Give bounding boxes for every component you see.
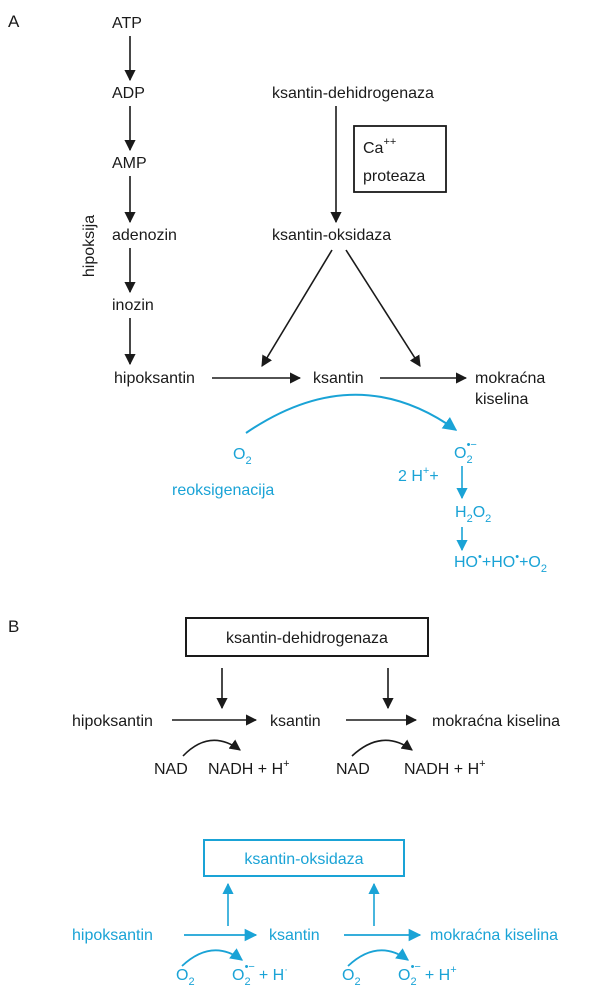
panel-a-label: A [8,12,20,31]
c-uric-acid-label: mokraćna kiselina [430,927,558,944]
atp-label: ATP [112,15,142,32]
amp-label: AMP [112,155,147,172]
nad-curve-arrow-2 [351,739,413,757]
c-superoxide-label-2: O2•−+ H+ [398,961,457,988]
inosine-label: inozin [112,297,154,314]
adp-label: ADP [112,85,145,102]
arrow-xo-to-hypoxanthine-step [261,249,333,367]
xdh-label: ksantin-dehidrogenaza [272,85,434,102]
xo-label: ksantin-oksidaza [272,227,391,244]
panel-b-label: B [8,617,19,636]
hypoxia-label: hipoksija [81,215,98,277]
xo-box [203,839,405,877]
c-xanthine-label: ksantin [269,927,320,944]
ca-protease-line2: proteaza [363,168,425,185]
xdh-box-label: ksantin-dehidrogenaza [226,630,388,647]
o2-curve-arrow-2 [347,948,410,967]
c-o2-label-1: O2 [176,967,195,988]
nad-label-1: NAD [154,761,188,778]
o2-label: O2 [233,446,252,467]
adenosine-label: adenozin [112,227,177,244]
nadh-label-2: NADH + H+ [404,758,486,778]
nadh-label-1: NADH + H+ [208,758,290,778]
b-xanthine-label: ksantin [270,713,321,730]
b-hypoxanthine-label: hipoksantin [72,713,153,730]
xo-box-label: ksantin-oksidaza [244,851,363,868]
xdh-box [185,617,429,657]
o2-curve-arrow-1 [181,948,244,967]
ca-protease-box [353,125,447,193]
uric-acid-line1: mokraćna [475,370,545,387]
c-hypoxanthine-label: hipoksantin [72,927,153,944]
superoxide-label: O2•− [454,439,477,466]
uric-acid-line2: kiselina [475,391,528,408]
ca-protease-line1: Ca++ [363,136,396,157]
c-superoxide-label-1: O2•−+ H· [232,961,288,988]
protons-label: 2 H++ [398,465,439,485]
c-o2-label-2: O2 [342,967,361,988]
nad-label-2: NAD [336,761,370,778]
xanthine-label: ksantin [313,370,364,387]
reoxygenation-curve-arrow [245,393,458,434]
hypoxanthine-label: hipoksantin [114,370,195,387]
nad-curve-arrow-1 [182,739,241,757]
reoxygenation-label: reoksigenacija [172,482,274,499]
h2o2-label: H2O2 [455,504,491,525]
arrow-xo-to-xanthine-step [345,249,421,367]
radical-products-label: HO•+HO•+O2 [454,551,547,575]
b-uric-acid-label: mokraćna kiselina [432,713,560,730]
